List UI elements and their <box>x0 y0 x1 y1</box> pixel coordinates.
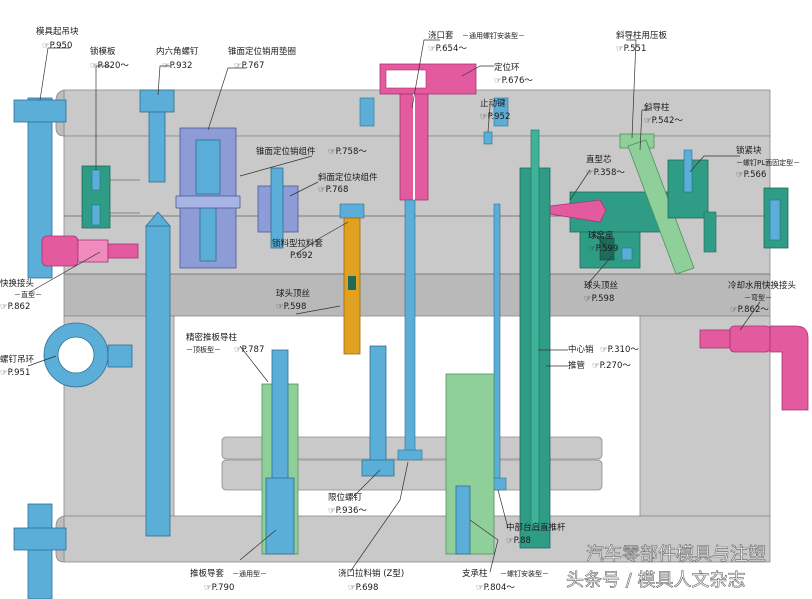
ref-ball-plunger-right: ☞P.598 <box>584 294 614 304</box>
stop-key <box>483 131 493 145</box>
ref-sprue-puller-bushing: P.692 <box>290 251 313 261</box>
ref-slope-block-set: ☞P.768 <box>318 185 348 195</box>
cooling-quick-connector-elbow <box>699 325 809 411</box>
label-taper-pin-set: 锥面定位销组件 <box>256 146 316 157</box>
ref-taper-pin-set: ☞P.758～ <box>328 147 367 157</box>
ref-quick-connector: ☞P.862 <box>0 302 30 312</box>
label-socket-screw: 内六角螺钉 <box>156 46 199 57</box>
ref-sprue-puller-pin: ☞P.698 <box>348 583 378 593</box>
locking-block <box>667 149 717 253</box>
label-mold-lock-plate: 锁模板 <box>90 46 116 57</box>
ref-support-pillar: ☞P.804～ <box>476 583 515 593</box>
label-angle-pin: 斜导柱 <box>644 102 670 113</box>
sub-sprue-bushing: －通用螺钉安装型－ <box>462 31 525 40</box>
ejector-guide-pin <box>261 349 299 555</box>
ref-eye-bolt: ☞P.951 <box>0 368 30 378</box>
label-slope-block-set: 斜面定位块组件 <box>318 172 378 183</box>
taper-pin-assembly <box>175 127 241 269</box>
ref-stop-key: ☞P.952 <box>480 112 510 122</box>
label-ejector-guide-bushing: 推板导套 <box>190 568 225 579</box>
ejector-pins <box>397 199 507 491</box>
support-plate <box>63 273 771 317</box>
ref-ball-plunger-left: ☞P.598 <box>276 302 306 312</box>
sub-cooling-connector: －弯型－ <box>744 293 772 302</box>
ref-straight-core: ☞P.358～ <box>586 168 625 178</box>
label-ejector-sleeve: 推管 <box>568 360 585 371</box>
label-stop-bolt: 限位螺钉 <box>328 492 363 503</box>
ref-locking-block: ☞P.566 <box>736 170 766 180</box>
support-pillar <box>445 373 495 555</box>
label-angle-pin-retainer: 斜导柱用压板 <box>616 30 668 41</box>
label-stop-key: 止动键 <box>480 98 506 109</box>
label-cooling-connector: 冷却水用快换接头 <box>728 280 797 291</box>
label-locating-ring: 定位环 <box>494 62 520 73</box>
watermark: 汽车零部件模具与注塑 头条号 / 模具人文杂志 <box>566 544 767 592</box>
ref-socket-screw: ☞P.932 <box>162 61 192 71</box>
ref-angle-pin: ☞P.542～ <box>644 116 683 126</box>
slope-locating-block <box>257 167 299 249</box>
label-ball-seat: 球窝座 <box>588 230 614 241</box>
stop-bolt <box>361 345 395 477</box>
sub-quick-connector: －直型－ <box>14 290 42 299</box>
label-sprue-puller-bushing: 锁料型拉料套 <box>272 238 324 249</box>
ref-taper-pin-washer: ☞P.767 <box>234 61 264 71</box>
sprue-and-locating-ring <box>379 63 477 201</box>
label-ball-plunger-left: 球头顶丝 <box>276 288 311 299</box>
callout-labels: 模具起吊块 ☞P.950 锁模板 ☞P.820～ 内六角螺钉 ☞P.932 锥面… <box>0 26 800 593</box>
sprue-puller-bushing <box>339 203 365 355</box>
ref-ball-seat: ☞P.599 <box>588 244 618 254</box>
bottom-clamp-plate <box>63 515 771 563</box>
long-socket-bolt <box>145 211 171 537</box>
ball-plunger-right <box>621 247 633 261</box>
clamp-screws <box>359 97 509 127</box>
quick-connector-straight <box>41 235 139 267</box>
ref-cooling-connector: ☞P.862～ <box>730 305 769 315</box>
ref-center-pin: ☞P.310～ <box>600 345 639 355</box>
ref-shouldered-ejector-pin: ☞P.88 <box>506 536 531 546</box>
ref-angle-pin-retainer: ☞P.551 <box>616 44 646 54</box>
watermark-line1: 汽车零部件模具与注塑 <box>586 544 766 565</box>
mold-lock-plate <box>81 165 140 229</box>
label-quick-connector: 快换接头 <box>0 278 35 289</box>
label-sprue-bushing: 浇口套 <box>428 30 454 41</box>
ref-sprue-bushing: ☞P.654～ <box>428 44 467 54</box>
label-locking-block: 锁紧块 <box>736 145 762 156</box>
ref-mold-lock-plate: ☞P.820～ <box>90 61 129 71</box>
sub-ejector-guide-bushing: －通用型－ <box>232 569 267 578</box>
socket-head-screw-top <box>139 89 175 183</box>
angle-pin <box>627 139 695 275</box>
angle-pin-assembly <box>619 133 695 275</box>
label-ejector-guide-pin: 精密推板导柱 <box>186 332 238 343</box>
ref-lifting-block: ☞P.950 <box>42 41 72 51</box>
label-center-pin: 中心销 <box>568 344 594 355</box>
locking-block-side <box>763 187 789 249</box>
eye-bolt <box>43 322 133 388</box>
leader-lines <box>27 39 761 573</box>
ref-stop-bolt: ☞P.936～ <box>328 506 367 516</box>
ref-ejector-sleeve: ☞P.270～ <box>592 361 631 371</box>
label-lifting-block: 模具起吊块 <box>36 26 79 37</box>
label-ball-plunger-right: 球头顶丝 <box>584 280 619 291</box>
ref-ejector-guide-bushing: ☞P.790 <box>204 583 234 593</box>
label-support-pillar: 支承柱 <box>462 568 488 579</box>
watermark-line2: 头条号 / 模具人文杂志 <box>566 570 746 591</box>
label-sprue-puller-pin: 浇口拉料销 (Z型) <box>338 568 404 579</box>
sub-support-pillar: －螺钉安装型－ <box>500 569 549 578</box>
ref-ejector-guide-pin: ☞P.787 <box>234 345 264 355</box>
label-eye-bolt: 螺钉吊环 <box>0 354 35 365</box>
label-taper-pin-washer: 锥面定位销用垫圈 <box>228 46 296 57</box>
slide-core-area <box>549 191 673 269</box>
sub-locking-block: －螺钉PL面固定型－ <box>736 158 800 167</box>
sub-ejector-guide-pin: －顶板型－ <box>186 345 221 354</box>
label-shouldered-ejector-pin: 中部台肩直推杆 <box>506 522 566 533</box>
label-straight-core: 直型芯 <box>586 154 612 165</box>
center-pin-sleeve <box>519 129 551 549</box>
ref-locating-ring: ☞P.676～ <box>494 76 533 86</box>
